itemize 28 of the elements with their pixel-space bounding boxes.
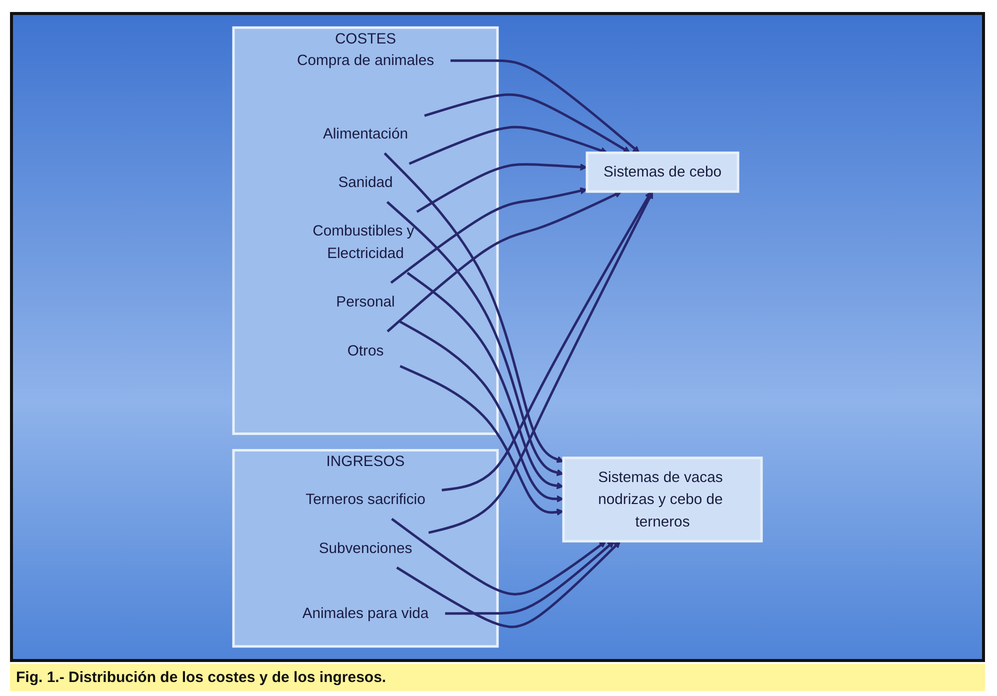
arrow: [399, 320, 564, 502]
arrow: [406, 272, 564, 490]
node-text: Animales para vida: [302, 604, 429, 622]
node-text: Terneros sacrificio: [306, 490, 426, 508]
node-text: Sanidad: [338, 174, 393, 190]
arrow: [384, 152, 564, 463]
node-text: Personal: [336, 293, 395, 310]
figure-caption: Fig. 1.- Distribución de los costes y de los ingresos.: [10, 664, 985, 691]
node-text: Otros: [347, 342, 384, 359]
node-text: Subvenciones: [318, 540, 412, 556]
arrow: [386, 200, 564, 476]
arrow: [408, 126, 608, 165]
arrow: [416, 163, 588, 213]
arrow: [424, 93, 630, 154]
arrow: [442, 191, 652, 492]
arrow: [428, 191, 654, 534]
arrow: [450, 59, 640, 154]
node-text: Alimentación: [322, 125, 408, 142]
arrow: [445, 540, 615, 615]
arrow: [386, 191, 622, 332]
arrow: [400, 365, 564, 516]
node-text: Combustibles y Electricidad: [312, 222, 414, 262]
arrow: [391, 518, 606, 596]
arrow: [396, 540, 621, 628]
node-box: Sistemas de cebo: [586, 152, 740, 193]
node-box: Sistemas de vacas nodrizas y cebo de terneros: [562, 456, 763, 542]
arrow: [390, 187, 588, 284]
node-text: Compra de animales: [296, 52, 434, 68]
